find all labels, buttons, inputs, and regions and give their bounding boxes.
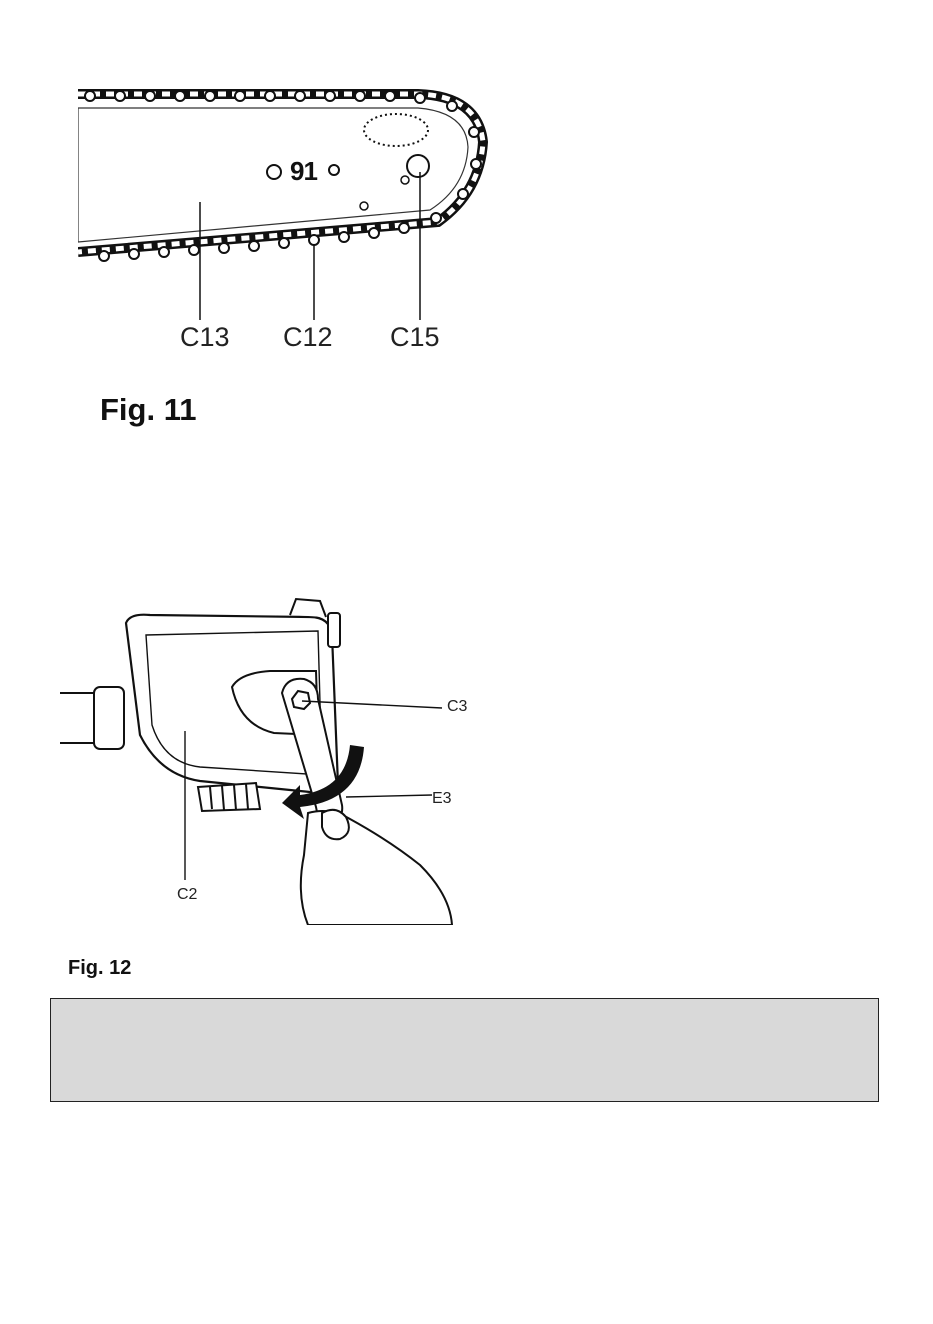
label-c2: C2 (177, 886, 197, 904)
label-c12: C12 (283, 322, 333, 353)
bar-marking: 91 (290, 156, 317, 187)
label-c3: C3 (447, 698, 467, 716)
hand (301, 810, 452, 925)
figure-11-caption: Fig. 11 (100, 392, 196, 428)
tension-knob (198, 783, 260, 811)
figure-12-caption: Fig. 12 (68, 957, 131, 980)
label-c13: C13 (180, 322, 230, 353)
label-c15: C15 (390, 322, 440, 353)
note-box (50, 998, 879, 1102)
wrench-adjustment-illustration (60, 595, 480, 925)
label-e3: E3 (432, 790, 452, 808)
pole-tube (60, 687, 124, 749)
